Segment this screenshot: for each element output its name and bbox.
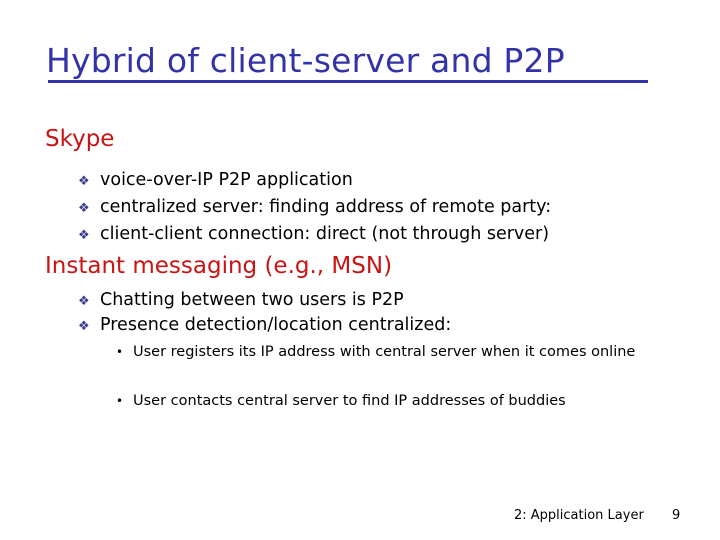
list-item-label: User registers its IP address with centr… [133,344,636,360]
title-underline-rule [48,80,648,83]
list-item-label: voice-over-IP P2P application [100,170,353,190]
diamond-bullet-icon: ❖ [78,201,90,216]
list-item: ❖ voice-over-IP P2P application [78,168,353,194]
list-item-label: client-client connection: direct (not th… [100,224,550,244]
dot-bullet-icon: • [116,345,124,359]
diamond-bullet-icon: ❖ [78,319,90,334]
section-heading-skype: Skype [45,126,115,152]
list-item: ❖ client-client connection: direct (not … [78,222,549,248]
list-item-label: User contacts central server to find IP … [133,393,566,409]
list-item-label: centralized server: finding address of r… [100,197,552,217]
section-heading-instant-messaging: Instant messaging (e.g., MSN) [45,253,393,279]
diamond-bullet-icon: ❖ [78,294,90,309]
list-item-label: Chatting between two users is P2P [100,290,404,310]
diamond-bullet-icon: ❖ [78,174,90,189]
diamond-bullet-icon: ❖ [78,228,90,243]
list-item: • User contacts central server to find I… [116,391,636,411]
list-item: ❖ centralized server: finding address of… [78,195,551,221]
slide-number: 9 [672,508,681,523]
list-item-label: Presence detection/location centralized: [100,315,452,335]
list-item: • User registers its IP address with cen… [116,342,636,362]
list-item: ❖ Presence detection/location centralize… [78,313,451,339]
dot-bullet-icon: • [116,394,124,408]
footer-label: 2: Application Layer [514,508,644,523]
page-title: Hybrid of client-server and P2P [46,41,565,80]
list-item: ❖ Chatting between two users is P2P [78,288,404,314]
